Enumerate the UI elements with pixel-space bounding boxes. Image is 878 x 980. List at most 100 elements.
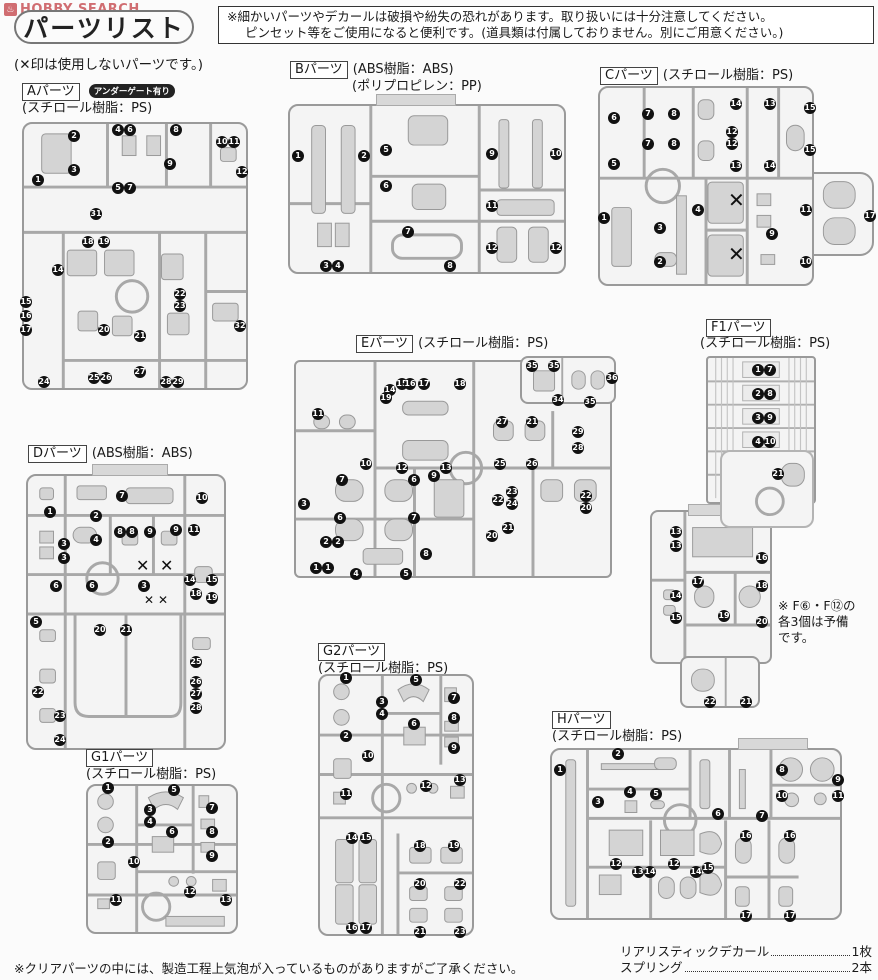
part-number: 3 — [58, 552, 70, 564]
part-number: 9 — [428, 470, 440, 482]
part-number: 6 — [124, 124, 136, 136]
part-number: 9 — [486, 148, 498, 160]
part-number: 21 — [526, 416, 538, 428]
part-number: 9 — [766, 228, 778, 240]
unused-part-x-mark: ✕ — [728, 242, 745, 266]
part-number: 6 — [166, 826, 178, 838]
part-number: 17 — [20, 324, 32, 336]
part-number: 23 — [54, 710, 66, 722]
part-number: 2 — [612, 748, 624, 760]
part-number: 8 — [420, 548, 432, 560]
runner-d-header: Dパーツ (ABS樹脂：ABS) — [28, 442, 193, 463]
part-number: 1 — [32, 174, 44, 186]
runner-e-label: Eパーツ — [356, 335, 413, 353]
part-number: 1 — [598, 212, 610, 224]
runner-b-frame — [290, 106, 564, 272]
under-gate-badge: アンダーゲート有り — [88, 83, 175, 98]
part-number: 17 — [784, 910, 796, 922]
part-number: 3 — [654, 222, 666, 234]
part-number: 9 — [832, 774, 844, 786]
runner-c-material: (スチロール樹脂：PS) — [662, 68, 794, 83]
part-number: 11 — [110, 894, 122, 906]
part-number: 13 — [730, 160, 742, 172]
part-number: 6 — [408, 474, 420, 486]
runner-f1-bottom-frame — [691, 658, 727, 706]
part-number: 19 — [206, 592, 218, 604]
part-number: 8 — [668, 138, 680, 150]
part-number: 31 — [90, 208, 102, 220]
accessory-name: スプリング — [620, 960, 683, 975]
part-number: 9 — [764, 412, 776, 424]
part-number: 21 — [120, 624, 132, 636]
part-number: 15 — [702, 862, 714, 874]
part-number: 6 — [380, 180, 392, 192]
runner-b-tag — [376, 94, 456, 106]
part-number: 17 — [864, 210, 876, 222]
part-number: 4 — [90, 534, 102, 546]
page-title: パーツリスト — [14, 10, 194, 44]
part-number: 4 — [112, 124, 124, 136]
runner-h-frame — [565, 750, 840, 918]
part-number: 1 — [310, 562, 322, 574]
runner-d-tag — [92, 464, 168, 476]
part-number: 3 — [58, 538, 70, 550]
part-number: 20 — [94, 624, 106, 636]
part-number: 28 — [572, 442, 584, 454]
runner-c: ✕ ✕ 1 2 3 4 5 6 7 7 8 8 9 10 11 12 12 13… — [598, 86, 816, 286]
part-number: 3 — [376, 696, 388, 708]
part-number: 7 — [206, 802, 218, 814]
part-number: 22 — [492, 494, 504, 506]
part-number: 3 — [138, 580, 150, 592]
part-number: 14 — [670, 590, 682, 602]
part-number: 12 — [726, 138, 738, 150]
part-number: 11 — [228, 136, 240, 148]
part-number: 16 — [784, 830, 796, 842]
runner-c-extension-frame — [822, 181, 856, 245]
part-number: 10 — [550, 148, 562, 160]
runner-g2-label: G2パーツ — [318, 643, 386, 661]
part-number: 1 — [340, 672, 352, 684]
part-number: 20 — [580, 502, 592, 514]
part-number: 10 — [128, 856, 140, 868]
runner-b-header: Bパーツ (ABS樹脂：ABS) (ポリプロピレン：PP) — [290, 58, 482, 95]
part-number: 15 — [20, 296, 32, 308]
part-number: 12 — [550, 242, 562, 254]
runner-b-material: (ABS樹脂：ABS) — [352, 62, 454, 77]
runner-g2: 1 2 3 4 5 6 7 8 9 10 11 12 13 14 15 16 1… — [318, 672, 474, 938]
part-number: 13 — [220, 894, 232, 906]
part-number: 20 — [486, 530, 498, 542]
part-number: 1 — [322, 562, 334, 574]
part-number: 8 — [444, 260, 456, 272]
runner-f1-header: F1パーツ — [706, 316, 771, 337]
unused-part-x-mark: ✕ — [160, 556, 174, 575]
part-number: 8 — [764, 388, 776, 400]
part-number: 18 — [190, 588, 202, 600]
leader-dots — [684, 960, 850, 972]
part-number: 25 — [88, 372, 100, 384]
part-number: 6 — [712, 808, 724, 820]
part-number: 6 — [86, 580, 98, 592]
part-number: 19 — [718, 610, 730, 622]
runner-e-extension-frame — [533, 358, 605, 402]
part-number: 8 — [170, 124, 182, 136]
part-number: 19 — [98, 236, 110, 248]
runner-e-header: Eパーツ (スチロール樹脂：PS) — [356, 332, 548, 353]
part-number: 1 — [102, 782, 114, 794]
runner-g2-material: (スチロール樹脂：PS) — [318, 661, 449, 676]
part-number: 26 — [526, 458, 538, 470]
part-number: 4 — [624, 786, 636, 798]
runner-e-frame — [296, 362, 610, 576]
leader-dots — [771, 944, 850, 956]
part-number: 1 — [292, 150, 304, 162]
runner-c-extension: 17 — [812, 172, 876, 256]
part-number: 20 — [756, 616, 768, 628]
part-number: 26 — [100, 372, 112, 384]
runner-a: 1 2 3 4 5 6 7 8 9 10 11 12 14 15 16 17 1… — [20, 122, 248, 390]
clear-parts-note: ※クリアパーツの中には、製造工程上気泡が入っているものがありますがご了承ください… — [14, 961, 524, 976]
part-number: 4 — [350, 568, 362, 580]
part-number: 10 — [776, 790, 788, 802]
part-number: 11 — [832, 790, 844, 802]
runner-a-material: (スチロール樹脂：PS) — [22, 101, 153, 116]
part-number: 16 — [740, 830, 752, 842]
runner-f1-bottom: 22 21 — [680, 656, 760, 708]
